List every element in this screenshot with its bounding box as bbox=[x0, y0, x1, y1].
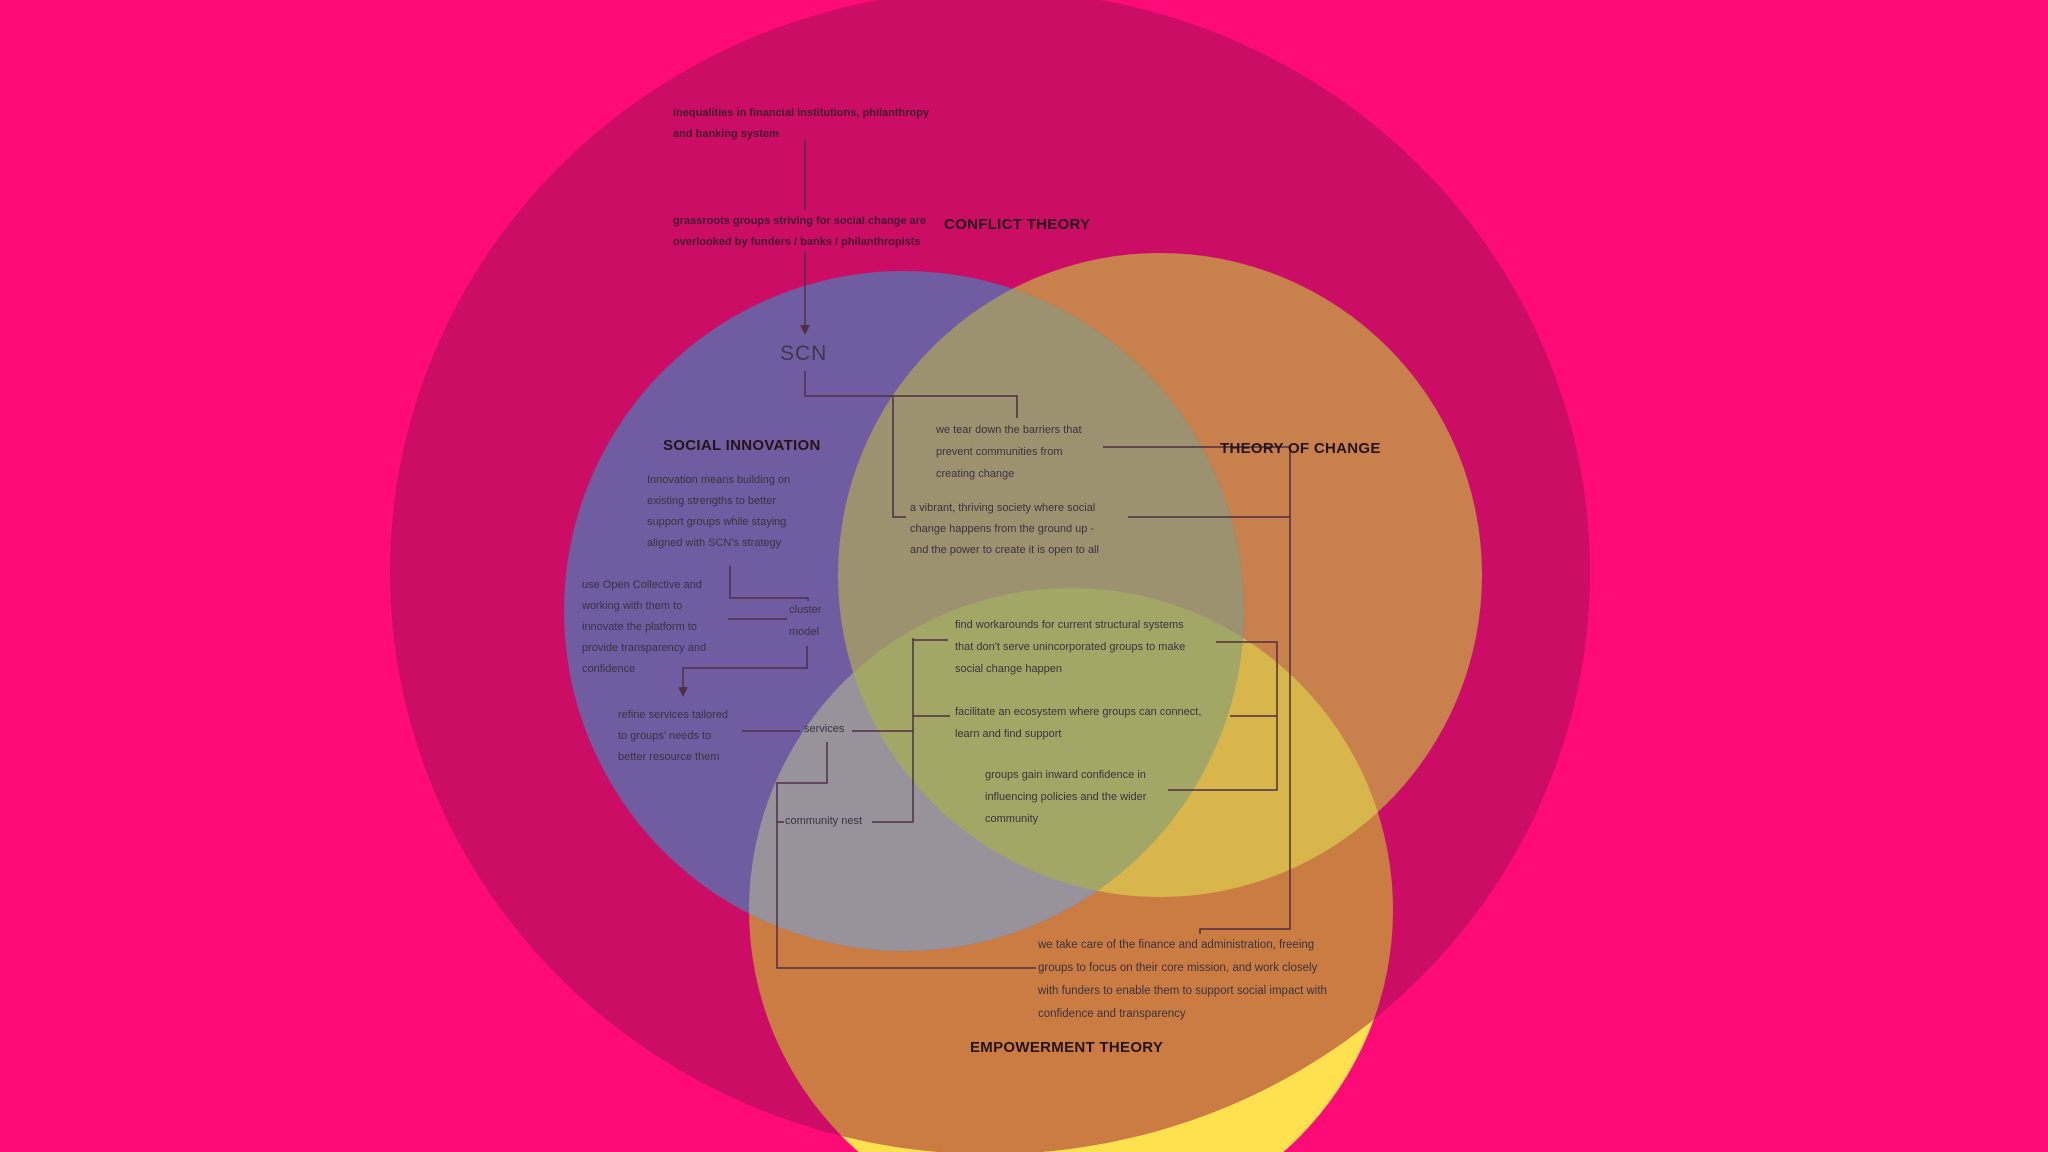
connector-lines bbox=[678, 140, 1291, 969]
statement-finance-admin: we take care of the finance and administ… bbox=[1038, 939, 1327, 1020]
statement-inequalities: inequalities in financial institutions, … bbox=[673, 107, 930, 140]
statement-tear-down: we tear down the barriers that prevent c… bbox=[936, 424, 1082, 480]
statement-inward-confidence: groups gain inward confidence in influen… bbox=[985, 769, 1147, 825]
scn-node: SCN bbox=[780, 342, 828, 365]
label-empowerment-theory: EMPOWERMENT THEORY bbox=[970, 1039, 1164, 1056]
statement-vibrant-society: a vibrant, thriving society where social… bbox=[910, 502, 1099, 556]
statement-innovation-meaning: Innovation means building on existing st… bbox=[647, 474, 791, 549]
services-node: services bbox=[804, 723, 845, 735]
statement-refine-services: refine services tailored to groups' need… bbox=[618, 709, 729, 763]
community-nest-node: community nest bbox=[785, 815, 863, 827]
statement-facilitate-ecosystem: facilitate an ecosystem where groups can… bbox=[955, 706, 1202, 740]
statement-grassroots: grassroots groups striving for social ch… bbox=[673, 215, 927, 248]
label-theory-of-change: THEORY OF CHANGE bbox=[1220, 440, 1381, 457]
statement-open-collective: use Open Collective and working with the… bbox=[582, 579, 707, 675]
label-social-innovation: SOCIAL INNOVATION bbox=[663, 437, 821, 454]
cluster-model-node: cluster model bbox=[789, 604, 822, 638]
statement-find-workarounds: find workarounds for current structural … bbox=[955, 619, 1186, 675]
label-conflict-theory: CONFLICT THEORY bbox=[944, 216, 1091, 233]
